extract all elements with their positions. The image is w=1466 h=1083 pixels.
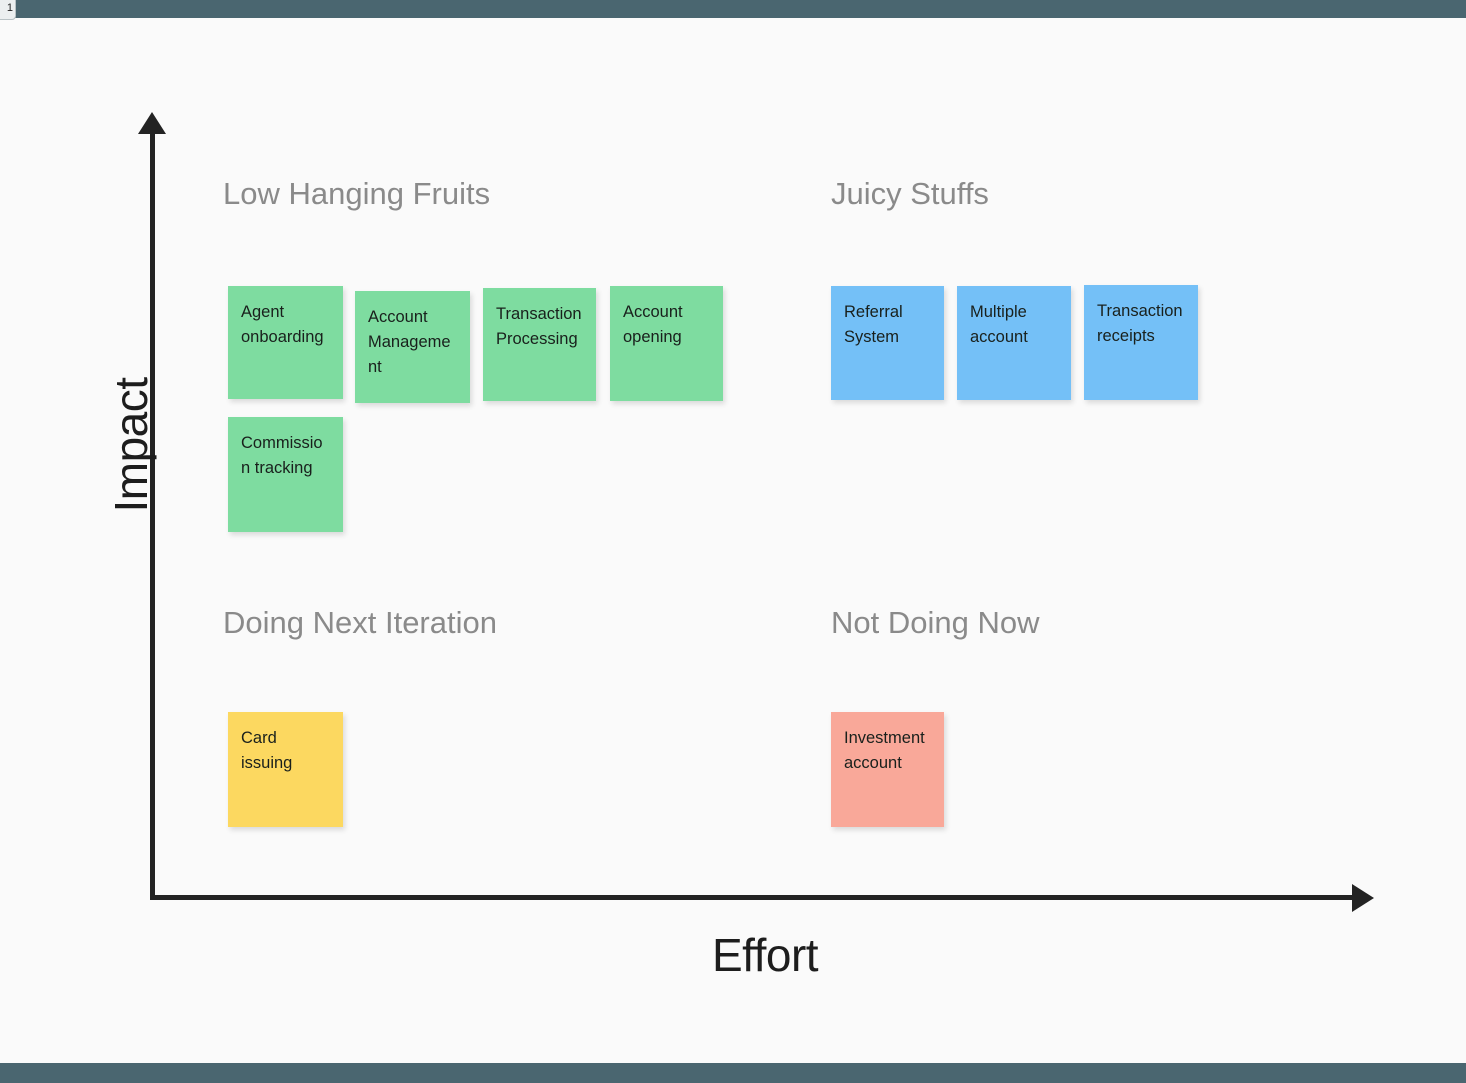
- sticky-note-account-opening[interactable]: Account opening: [610, 286, 723, 401]
- quadrant-title-juicy-stuffs: Juicy Stuffs: [831, 176, 989, 211]
- sticky-note-commission-tracking[interactable]: Commission tracking: [228, 417, 343, 532]
- x-axis-line: [150, 895, 1356, 900]
- quadrant-title-low-hanging-fruits: Low Hanging Fruits: [223, 176, 491, 211]
- y-axis-arrow-icon: [138, 112, 166, 134]
- sticky-note-investment-account[interactable]: Investment account: [831, 712, 944, 827]
- top-chrome-bar: 1: [0, 0, 1466, 20]
- sticky-note-transaction-processing[interactable]: Transaction Processing: [483, 288, 596, 401]
- sticky-note-transaction-receipts[interactable]: Transaction receipts: [1084, 285, 1198, 400]
- x-axis-label: Effort: [711, 929, 819, 981]
- bottom-chrome-bar: [0, 1063, 1466, 1083]
- sticky-note-card-issuing[interactable]: Card issuing: [228, 712, 343, 827]
- sticky-note-agent-onboarding[interactable]: Agent onboarding: [228, 286, 343, 399]
- y-axis-line: [150, 126, 155, 900]
- matrix-canvas[interactable]: Impact Effort Low Hanging Fruits Juicy S…: [0, 18, 1466, 1063]
- quadrant-title-doing-next-iteration: Doing Next Iteration: [223, 605, 497, 640]
- sticky-note-account-management[interactable]: Account Management: [355, 291, 470, 403]
- quadrant-title-not-doing-now: Not Doing Now: [831, 605, 1040, 640]
- sticky-note-referral-system[interactable]: Referral System: [831, 286, 944, 400]
- x-axis-arrow-icon: [1352, 884, 1374, 912]
- y-axis-label: Impact: [105, 377, 157, 513]
- page-counter-tab[interactable]: 1: [0, 0, 16, 20]
- sticky-note-multiple-account[interactable]: Multiple account: [957, 286, 1071, 400]
